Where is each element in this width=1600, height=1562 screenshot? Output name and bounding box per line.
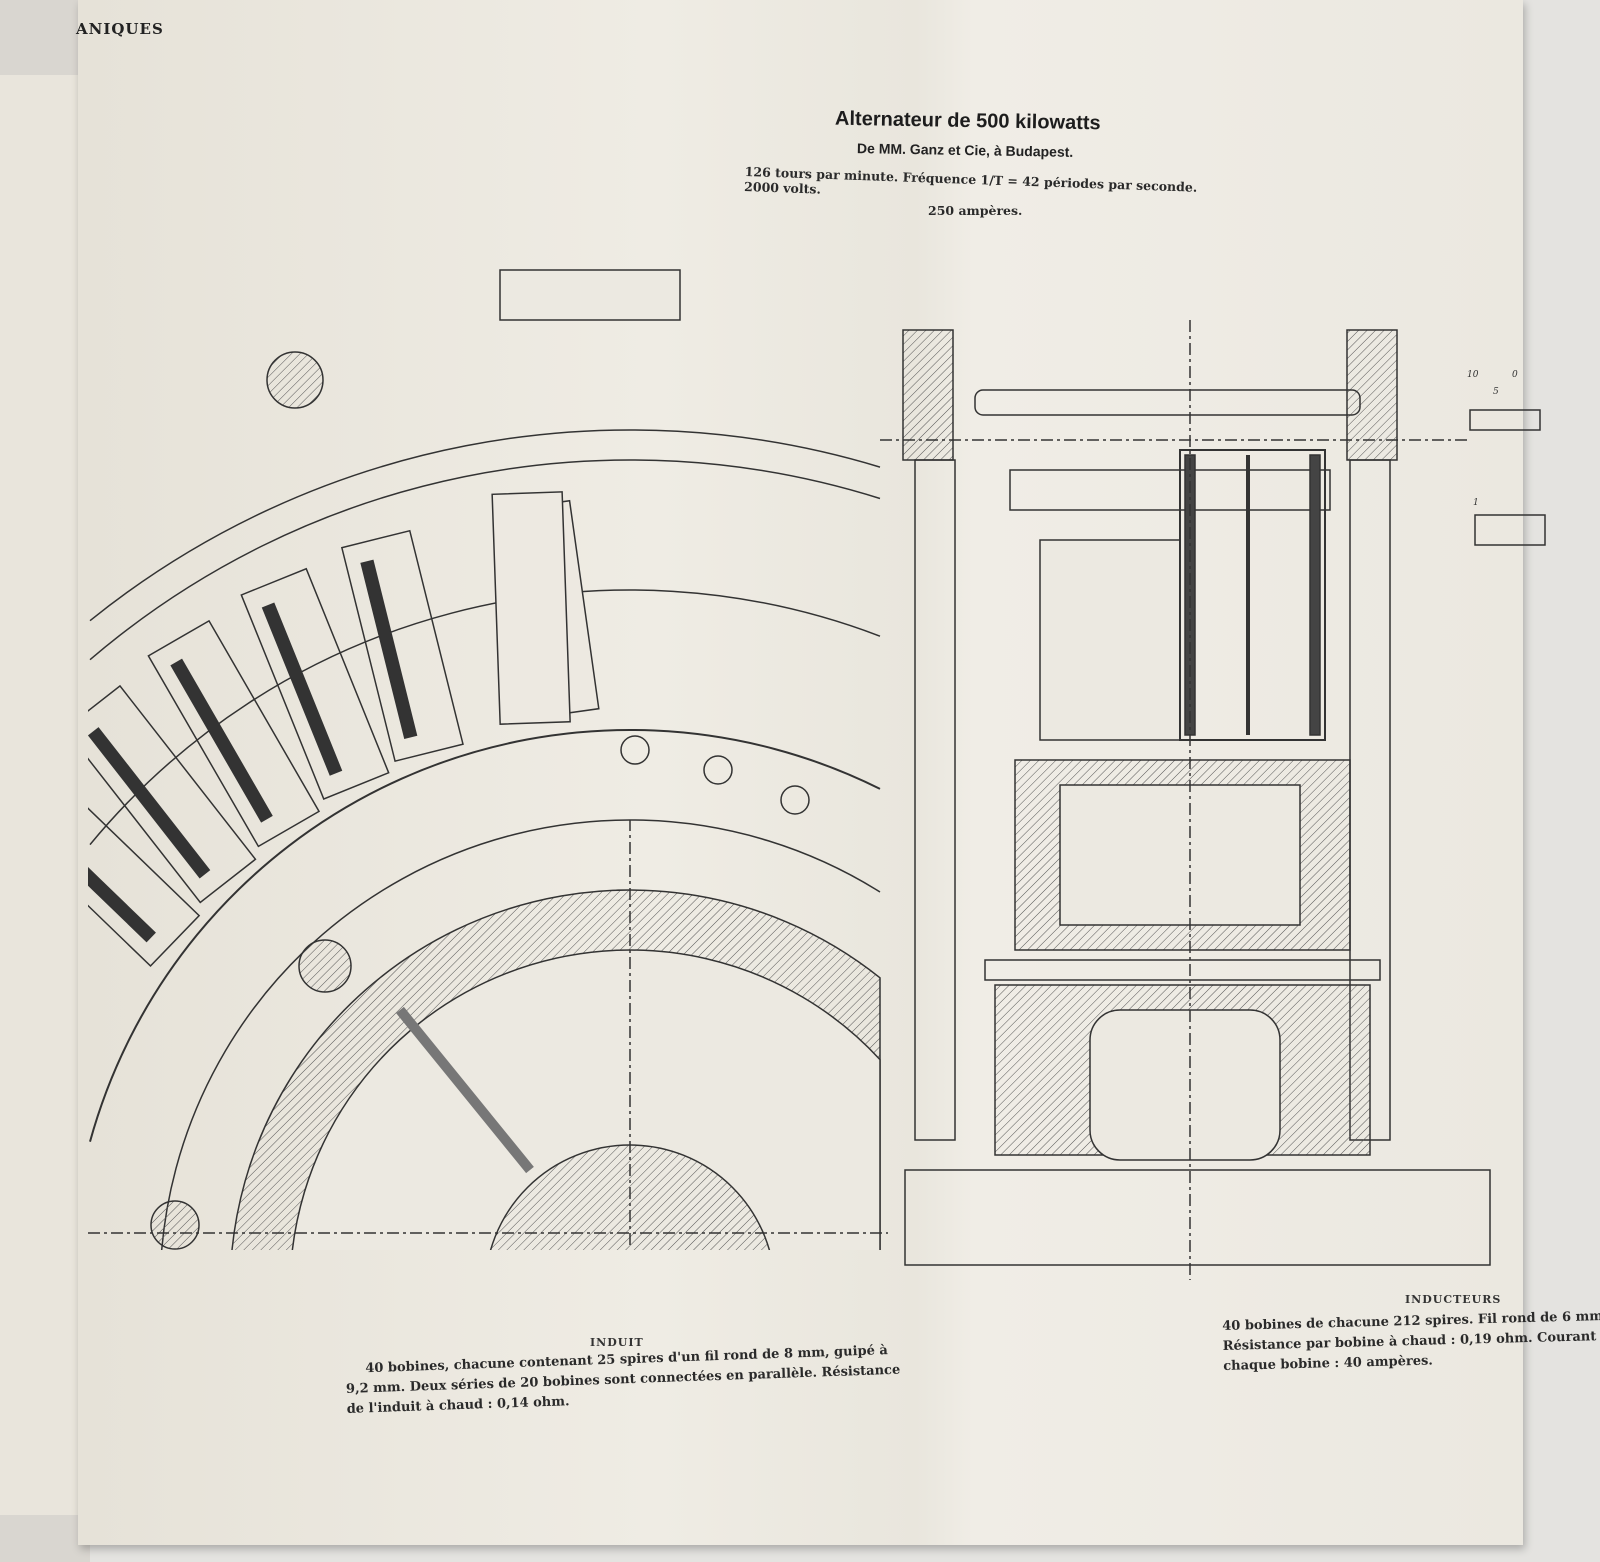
previous-page-edge — [0, 75, 87, 1515]
inducteurs-heading: INDUCTEURS — [1405, 1293, 1502, 1306]
rotor-ring — [161, 819, 881, 1250]
plate-specs-2: 250 ampères. — [928, 203, 1023, 218]
rotor-rim — [89, 459, 881, 661]
induit-heading: INDUIT — [590, 1336, 644, 1349]
scale-label: 0 — [1512, 370, 1518, 380]
running-head: ANIQUES — [76, 20, 164, 38]
rotor-rim-outer — [89, 429, 881, 622]
rotor-inner — [291, 949, 881, 1250]
rotor-quarter-view — [88, 269, 888, 1250]
scale-label: 5 — [1493, 387, 1499, 397]
scale-marker: 1 — [1473, 498, 1479, 508]
scale-label: 10 — [1467, 370, 1479, 380]
cross-section-view — [880, 320, 1546, 1280]
rotor-ring — [89, 589, 881, 846]
inducteurs-caption: 40 bobines de chacune 212 spires. Fil ro… — [1222, 1307, 1600, 1377]
pole-coils — [88, 491, 600, 968]
rotor-ring — [89, 729, 881, 1142]
